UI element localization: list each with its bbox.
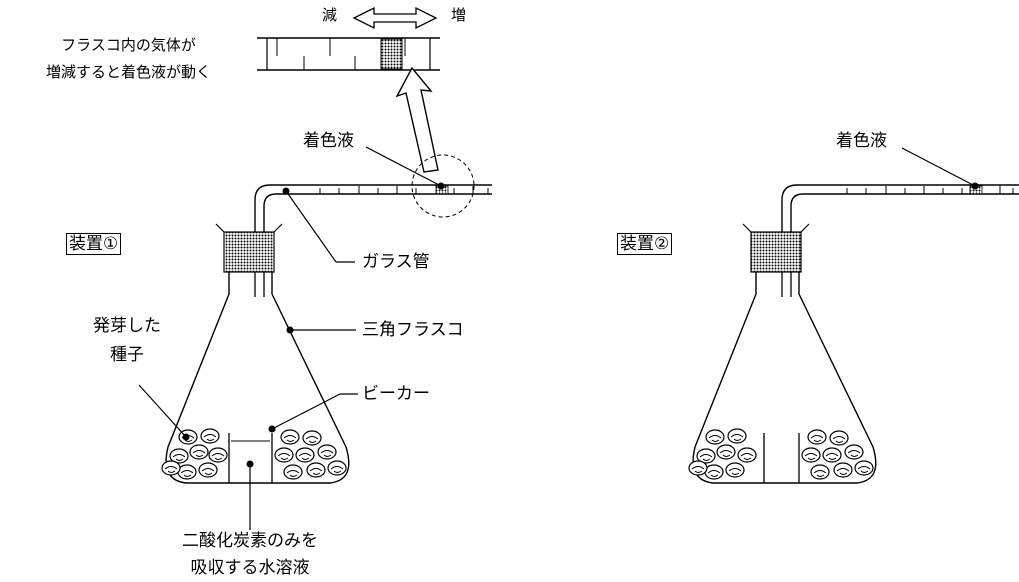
colored-liquid-label-1: 着色液: [303, 131, 354, 151]
flask-1: [165, 272, 350, 484]
seeds-label-line2: 種子: [110, 345, 144, 365]
seeds-label-line1: 発芽した: [93, 316, 161, 336]
apparatus-2-title: 装置②: [617, 233, 673, 255]
stopper-1: [223, 231, 275, 273]
magnify-arrow: [395, 66, 439, 173]
beaker-2: [763, 433, 800, 483]
seeds-1-right: [274, 429, 347, 480]
increase-label: 増: [451, 6, 467, 24]
double-arrow: [352, 6, 438, 30]
seeds-2-right: [801, 429, 874, 480]
inset-caption-line2: 増減すると着色液が動く: [45, 63, 211, 81]
flask-2: [692, 272, 877, 484]
inset-tube-detail: [257, 37, 440, 71]
beaker-1: [228, 433, 273, 483]
decrease-label: 減: [322, 6, 338, 24]
solution-label-line2: 吸収する水溶液: [190, 558, 310, 578]
flask-label: 三角フラスコ: [362, 320, 464, 340]
apparatus-1: [138, 146, 492, 530]
inset-caption-line1: フラスコ内の気体が: [61, 36, 196, 54]
stopper-2: [750, 231, 802, 273]
colored-liquid-label-2: 着色液: [836, 131, 887, 151]
beaker-label: ビーカー: [362, 384, 430, 404]
tube-scale-1: [319, 186, 489, 194]
inset-colored-liquid: [380, 38, 403, 70]
tube-scale-2: [846, 186, 1014, 194]
glass-tube-label: ガラス管: [362, 252, 430, 272]
apparatus-2: [688, 147, 1019, 484]
apparatus-1-title: 装置①: [66, 233, 122, 255]
solution-label-line1: 二酸化炭素のみを: [182, 531, 318, 551]
